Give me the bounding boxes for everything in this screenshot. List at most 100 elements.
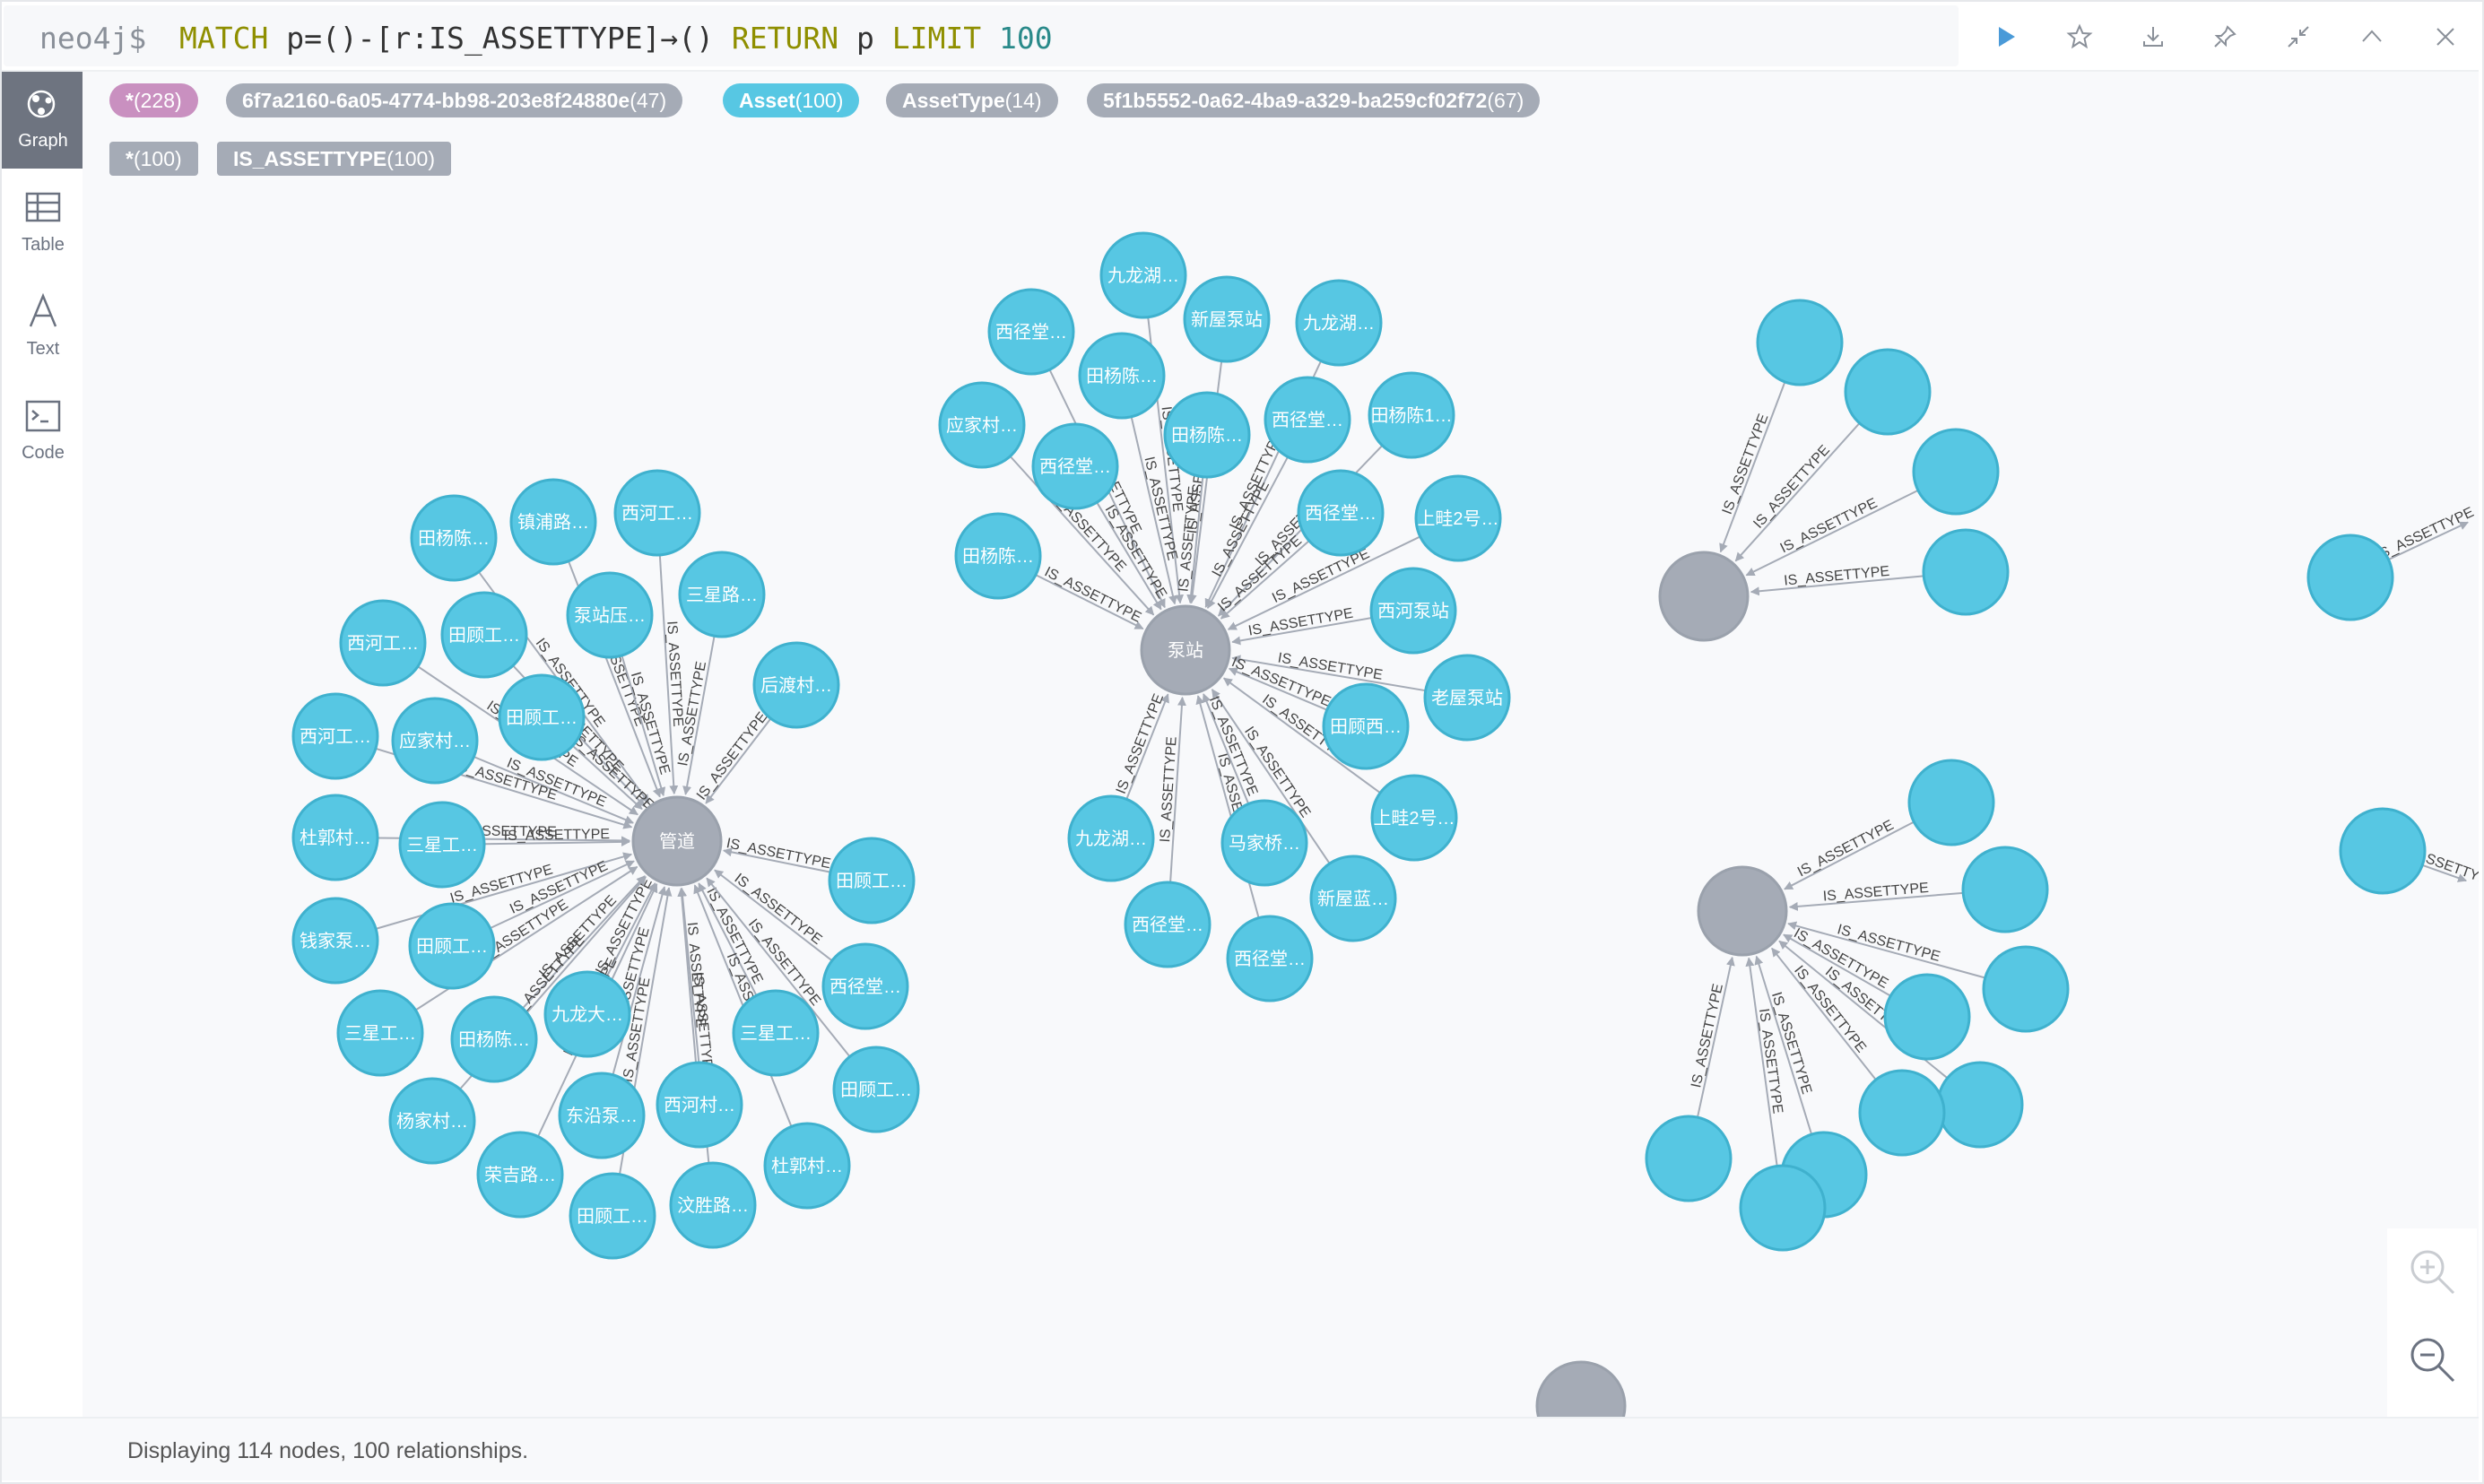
asset-node[interactable]: 田顾工… <box>408 902 496 990</box>
asset-node[interactable]: 泵站压… <box>566 571 654 659</box>
asset-node[interactable]: 上畦2号… <box>1414 474 1502 562</box>
close-icon[interactable] <box>2423 14 2468 59</box>
asset-node[interactable]: 西径堂… <box>1297 469 1385 557</box>
asset-node[interactable]: 西径堂… <box>1226 915 1314 1002</box>
asset-node[interactable] <box>1844 348 1932 436</box>
relationship-edge[interactable] <box>705 717 772 804</box>
asset-node[interactable]: 西河工… <box>291 692 379 780</box>
relationship-edge[interactable] <box>1231 617 1372 646</box>
relationship-edge[interactable] <box>1035 574 1144 630</box>
relationship-edge[interactable] <box>1745 489 1919 577</box>
relationship-edge[interactable] <box>1231 655 1426 692</box>
asset-node[interactable] <box>1922 528 2010 616</box>
asset-node[interactable]: 新屋泵站 <box>1183 275 1271 363</box>
sidebar-item-code[interactable]: Code <box>2 384 84 481</box>
relationship-edge[interactable] <box>375 852 633 930</box>
asset-node[interactable]: 西河村… <box>656 1061 743 1149</box>
relationship-edge[interactable] <box>706 877 851 1057</box>
asset-node[interactable] <box>1907 759 1995 846</box>
relationship-edge[interactable] <box>1771 947 1877 1080</box>
asset-node[interactable]: 九龙湖… <box>1067 794 1155 882</box>
asset-node[interactable]: 杨家村… <box>388 1077 476 1165</box>
zoom-in-icon[interactable] <box>2405 1245 2459 1298</box>
asset-node[interactable]: 西河工… <box>339 599 427 687</box>
reltype-tag-all[interactable]: *(100) <box>109 142 198 176</box>
asset-node[interactable]: 西径堂… <box>821 942 909 1030</box>
asset-node[interactable]: 老屋泵站 <box>1423 654 1511 742</box>
relationship-edge[interactable] <box>1745 957 1778 1167</box>
asset-node[interactable]: 东沿泵… <box>558 1072 646 1159</box>
relationship-edge[interactable] <box>522 875 646 1010</box>
relationship-edge[interactable] <box>698 882 758 996</box>
relationship-edge[interactable] <box>1211 689 1331 864</box>
asset-node[interactable] <box>1739 1164 1827 1252</box>
asset-type-hub-pumpstation[interactable]: 泵站 <box>1140 604 1231 696</box>
relationship-edge[interactable] <box>1125 693 1169 800</box>
query-text[interactable]: MATCH p=()-[r:IS_ASSETTYPE]→() RETURN p … <box>179 21 1053 56</box>
relationship-edge[interactable] <box>714 869 833 962</box>
asset-node[interactable]: 西径堂… <box>1264 376 1351 464</box>
asset-node[interactable] <box>2339 807 2427 895</box>
chevron-up-icon[interactable] <box>2349 14 2394 59</box>
asset-node[interactable]: 杜郭村… <box>763 1122 851 1210</box>
asset-type-hub[interactable] <box>1535 1360 1627 1417</box>
relationship-edge[interactable] <box>1206 456 1289 610</box>
relationship-edge[interactable] <box>1096 501 1162 611</box>
relationship-edge[interactable] <box>677 887 698 1063</box>
label-tag-6f7a2160[interactable]: 6f7a2160-6a05-4774-bb98-203e8f24880e(47) <box>226 83 683 117</box>
relationship-edge[interactable] <box>1783 933 1891 997</box>
relationship-edge[interactable] <box>658 554 679 795</box>
asset-node[interactable]: 应家村… <box>391 697 479 785</box>
relationship-edge[interactable] <box>722 847 831 873</box>
relationship-edge[interactable] <box>1009 456 1155 616</box>
pin-icon[interactable] <box>2202 14 2247 59</box>
asset-node[interactable]: 田顾西… <box>1322 682 1410 770</box>
zoom-out-icon[interactable] <box>2405 1332 2459 1386</box>
asset-node[interactable]: 田杨陈… <box>1078 332 1166 420</box>
asset-node[interactable] <box>1961 846 2049 933</box>
query-editor[interactable]: neo4j$ MATCH p=()-[r:IS_ASSETTYPE]→() RE… <box>4 5 1959 66</box>
relationship-edge[interactable] <box>1169 696 1186 883</box>
asset-node[interactable] <box>1982 945 2070 1033</box>
label-tag-asset[interactable]: Asset(100) <box>723 83 860 117</box>
relationship-edge[interactable] <box>572 744 643 810</box>
asset-node[interactable]: 后渡村… <box>752 641 840 729</box>
asset-node[interactable]: 汶胜路… <box>669 1161 757 1249</box>
asset-node[interactable]: 田顾工… <box>569 1172 656 1260</box>
asset-node[interactable]: 九龙大… <box>543 970 631 1058</box>
label-tag-all[interactable]: *(228) <box>109 83 198 117</box>
asset-node[interactable]: 三星路… <box>678 551 766 638</box>
relationship-edge[interactable] <box>1227 535 1421 630</box>
asset-node[interactable] <box>1912 428 2000 516</box>
relationship-edge[interactable] <box>612 886 667 1075</box>
asset-node[interactable] <box>1756 299 1844 386</box>
relationship-edge[interactable] <box>1697 956 1735 1118</box>
relationship-edge[interactable] <box>682 636 716 795</box>
relationship-edge[interactable] <box>1222 677 1381 794</box>
star-icon[interactable] <box>2057 14 2102 59</box>
asset-node[interactable]: 田顾工… <box>498 673 586 761</box>
relationship-edge[interactable] <box>1186 476 1204 604</box>
asset-node[interactable]: 田顾工… <box>440 591 528 679</box>
relationship-edge[interactable] <box>605 882 656 977</box>
sidebar-item-graph[interactable]: Graph <box>2 72 84 169</box>
asset-node[interactable]: 田顾工… <box>828 837 916 924</box>
asset-node[interactable]: 西径堂… <box>1124 881 1212 968</box>
relationship-edge[interactable] <box>1754 955 1813 1135</box>
collapse-icon[interactable] <box>2276 14 2321 59</box>
asset-node[interactable]: 新屋蓝… <box>1309 855 1397 942</box>
asset-type-hub[interactable] <box>1658 551 1750 642</box>
asset-node[interactable]: 九龙湖… <box>1295 279 1383 367</box>
label-tag-5f1b5552[interactable]: 5f1b5552-0a62-4ba9-a329-ba259cf02f72(67) <box>1087 83 1541 117</box>
asset-node[interactable]: 三星工… <box>732 989 820 1077</box>
asset-node[interactable]: 马家桥… <box>1220 799 1308 887</box>
asset-node[interactable] <box>1883 973 1971 1061</box>
relationship-edge[interactable] <box>2388 521 2469 560</box>
relationship-edge[interactable] <box>1202 693 1250 804</box>
asset-node[interactable]: 荣吉路… <box>476 1131 564 1219</box>
relationship-edge[interactable] <box>490 860 635 930</box>
asset-node[interactable]: 田顾工… <box>832 1046 920 1133</box>
asset-type-hub[interactable] <box>1697 865 1788 957</box>
asset-node[interactable]: 九龙湖… <box>1099 231 1187 319</box>
